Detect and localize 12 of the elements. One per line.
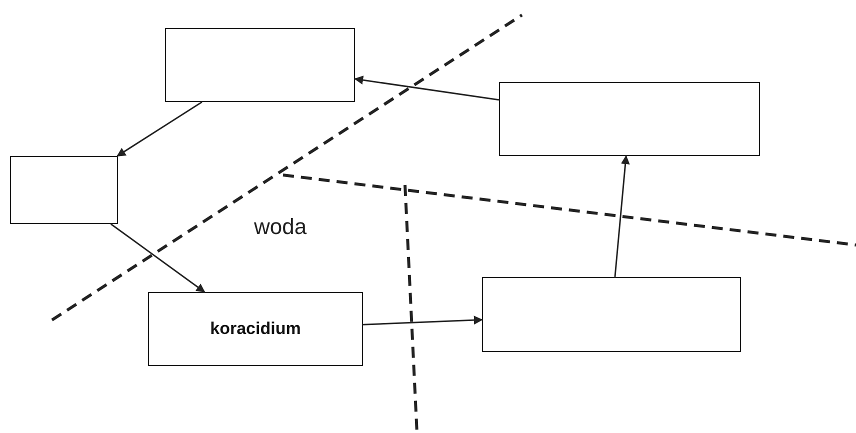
node-label: koracidium	[210, 319, 301, 339]
empty-box	[482, 277, 741, 352]
arrow	[362, 316, 483, 326]
arrow	[614, 155, 630, 278]
empty-box	[499, 82, 760, 156]
arrow	[354, 76, 500, 101]
empty-box	[10, 156, 118, 224]
process-box	[148, 292, 363, 366]
region-label: woda	[254, 214, 307, 240]
empty-box	[165, 28, 355, 102]
arrow	[110, 223, 206, 293]
arrow	[116, 101, 202, 157]
